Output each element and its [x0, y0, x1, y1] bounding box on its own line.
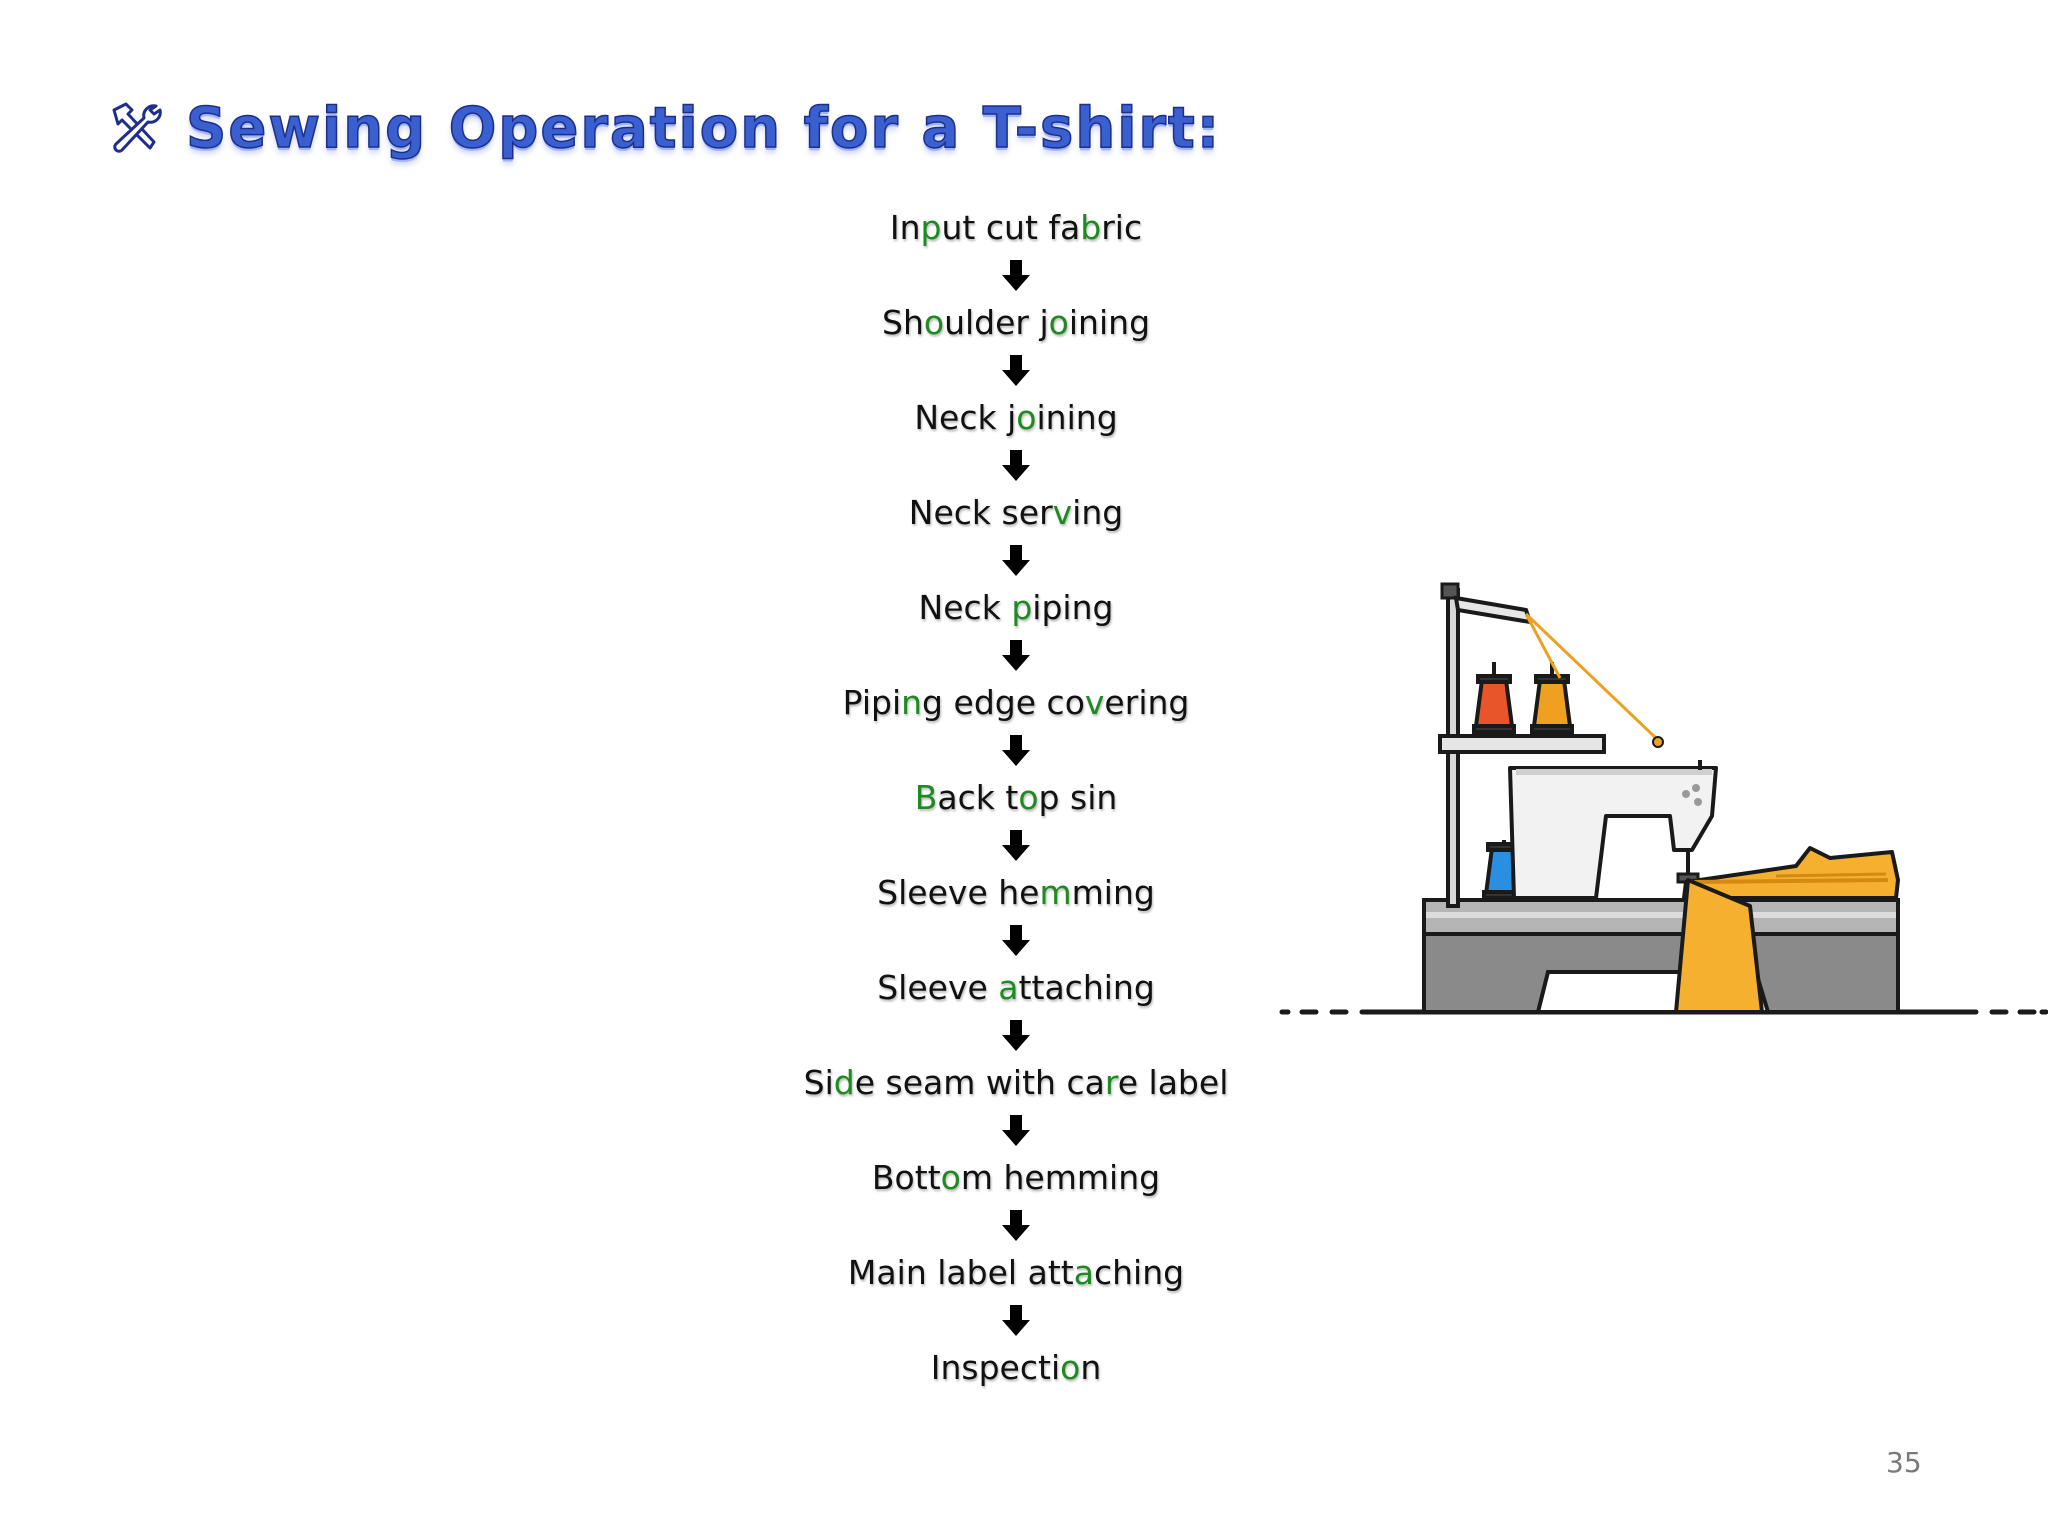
flow-step: Sleeve hemming — [877, 873, 1155, 912]
flow-step: Neck piping — [918, 588, 1114, 627]
down-arrow-icon — [1000, 442, 1032, 489]
flow-step: Back top sin — [914, 778, 1118, 817]
down-arrow-icon — [1000, 822, 1032, 869]
flow-step: Piping edge covering — [842, 683, 1190, 722]
flow-step: Neck serving — [908, 493, 1124, 532]
flow-step: Input cut fabric — [889, 208, 1143, 247]
page-number: 35 — [1886, 1446, 1922, 1479]
flow-step: Inspection — [930, 1348, 1102, 1387]
flow-step: Bottom hemming — [871, 1158, 1161, 1197]
down-arrow-icon — [1000, 1012, 1032, 1059]
flow-step: Main label attaching — [847, 1253, 1185, 1292]
down-arrow-icon — [1000, 727, 1032, 774]
down-arrow-icon — [1000, 347, 1032, 394]
down-arrow-icon — [1000, 1297, 1032, 1344]
flow-step: Neck joining — [914, 398, 1118, 437]
slide-title: Sewing Operation for a T-shirt: — [106, 88, 1221, 168]
down-arrow-icon — [1000, 632, 1032, 679]
down-arrow-icon — [1000, 252, 1032, 299]
down-arrow-icon — [1000, 1107, 1032, 1154]
down-arrow-icon — [1000, 1202, 1032, 1249]
sewing-machine-illustration — [1279, 582, 2048, 1015]
flow-step: Side seam with care label — [803, 1063, 1229, 1102]
title-text: Sewing Operation for a T-shirt: — [185, 95, 1222, 162]
flow-step: Sleeve attaching — [877, 968, 1155, 1007]
flow-step: Shoulder joining — [881, 303, 1151, 342]
down-arrow-icon — [1000, 917, 1032, 964]
hammer-wrench-icon — [112, 102, 162, 153]
down-arrow-icon — [1000, 537, 1032, 584]
